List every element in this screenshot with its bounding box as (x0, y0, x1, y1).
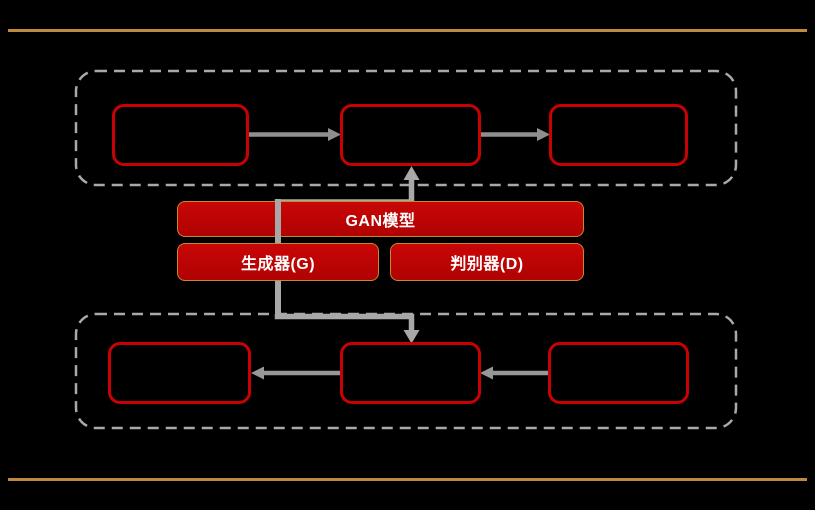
top-flow-box-2 (340, 104, 481, 166)
top-divider-line (8, 29, 807, 32)
gan-model-label: GAN模型 (345, 213, 416, 230)
top-flow-box-3 (549, 104, 688, 166)
connector-generator-to-bottom (274, 313, 420, 344)
generator-label: 生成器(G) (240, 256, 316, 273)
discriminator-bar: 判别器(D) (390, 243, 584, 281)
arrow-bottom-2 (480, 366, 548, 380)
bottom-divider-line (8, 478, 807, 481)
discriminator-label: 判别器(D) (450, 256, 524, 273)
gan-model-bar: GAN模型 (177, 201, 584, 237)
bottom-flow-box-2 (340, 342, 481, 404)
bottom-flow-box-1 (108, 342, 251, 404)
top-flow-container-border (74, 69, 738, 187)
top-flow-box-1 (112, 104, 249, 166)
generator-bar: 生成器(G) (177, 243, 379, 281)
arrow-top-1 (249, 128, 341, 141)
arrow-bottom-1 (251, 366, 341, 380)
bottom-flow-box-3 (548, 342, 689, 404)
arrow-top-2 (481, 128, 550, 141)
